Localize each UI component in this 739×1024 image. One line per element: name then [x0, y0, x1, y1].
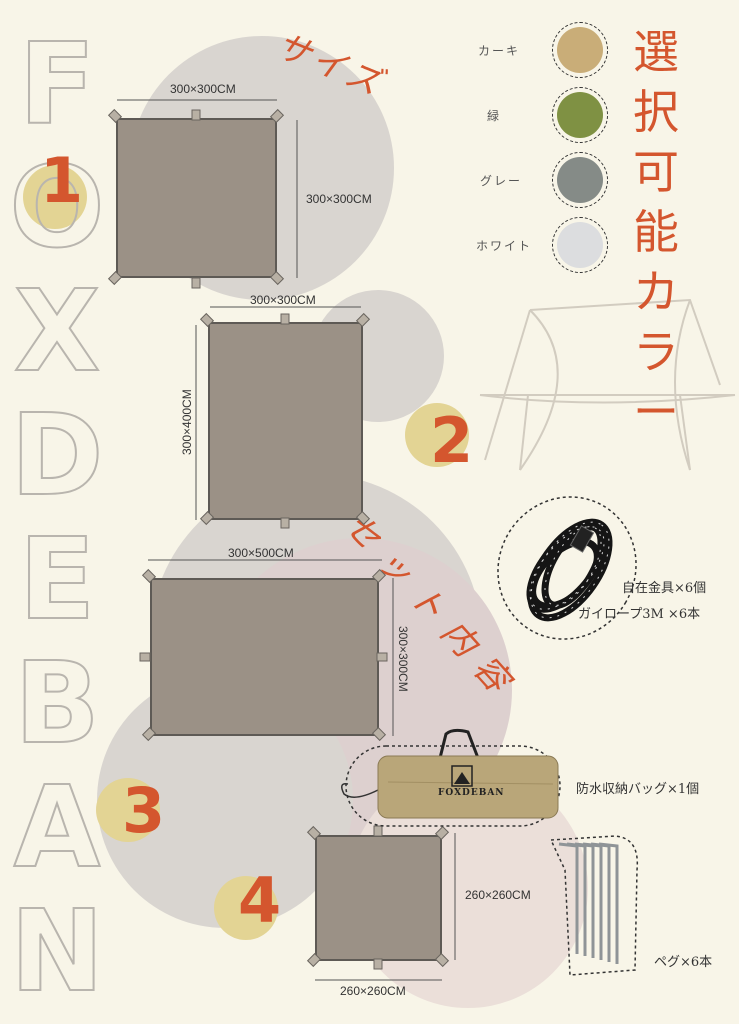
brand-letter-d: D: [12, 391, 102, 521]
accessory-pegs-label: ペグ×6本: [654, 955, 713, 970]
brand-letter-o: O: [12, 143, 102, 273]
tent-sketch: [479, 298, 736, 471]
color-label-khaki: カーキ: [478, 44, 521, 58]
brand-outline-letters: F O X D E B A N: [12, 19, 102, 1018]
color-heading-char: カ: [633, 265, 679, 319]
size-2-top-dimension: 300×300CM: [250, 293, 316, 307]
rope-image: [497, 496, 637, 640]
brand-letter-b: B: [14, 639, 99, 769]
swatch-ring-green: [552, 87, 608, 143]
size-number-4: 4: [238, 864, 282, 937]
color-heading-char: 可: [633, 145, 679, 199]
color-swatch-gray[interactable]: [557, 157, 603, 203]
size-1-side-dimension: 300×300CM: [306, 192, 372, 206]
size-number-3: 3: [122, 774, 166, 847]
color-swatch-green[interactable]: [557, 92, 603, 138]
accessory-bag-label: 防水収納バッグ×1個: [576, 782, 700, 797]
brand-letter-n: N: [12, 887, 102, 1017]
color-label-gray: グレー: [480, 174, 523, 188]
color-heading-char: 択: [633, 85, 679, 139]
color-heading-char: ー: [633, 385, 679, 439]
tarp-size-3: [150, 578, 379, 736]
brand-letter-a: A: [14, 763, 101, 893]
brand-letter-f: F: [19, 20, 96, 150]
size-number-1: 1: [40, 144, 84, 217]
size-1-top-dimension: 300×300CM: [170, 82, 236, 96]
brand-letter-e: E: [19, 515, 96, 645]
tarp-size-2: [208, 322, 363, 520]
size-3-top-dimension: 300×500CM: [228, 546, 294, 560]
accessory-rope-label: ガイロープ3M ×6本: [578, 607, 701, 622]
accessory-hardware-label: 自在金具×6個: [622, 581, 707, 596]
bag-logo-text: FOXDEBAN: [438, 788, 505, 798]
color-heading-char: 能: [633, 205, 679, 259]
brand-letter-x: X: [14, 267, 100, 397]
size-number-2: 2: [430, 404, 474, 477]
storage-bag-image: [341, 728, 561, 827]
swatch-ring-white: [552, 217, 608, 273]
swatch-ring-gray: [552, 152, 608, 208]
size-4-side-dimension: 260×260CM: [465, 888, 531, 902]
color-label-green: 緑: [487, 109, 502, 123]
color-swatch-khaki[interactable]: [557, 27, 603, 73]
color-heading-char: ラ: [633, 325, 679, 379]
swatch-ring-khaki: [552, 22, 608, 78]
size-4-bottom-dimension: 260×260CM: [340, 984, 406, 998]
color-heading-char: 選: [633, 25, 679, 79]
tarp-size-1: [116, 118, 277, 278]
color-label-white: ホワイト: [476, 239, 533, 253]
pegs-image: [549, 835, 639, 976]
color-heading: 選 択 可 能 カ ラ ー: [626, 22, 686, 442]
mountain-logo-icon: [451, 765, 473, 787]
color-swatch-white[interactable]: [557, 222, 603, 268]
